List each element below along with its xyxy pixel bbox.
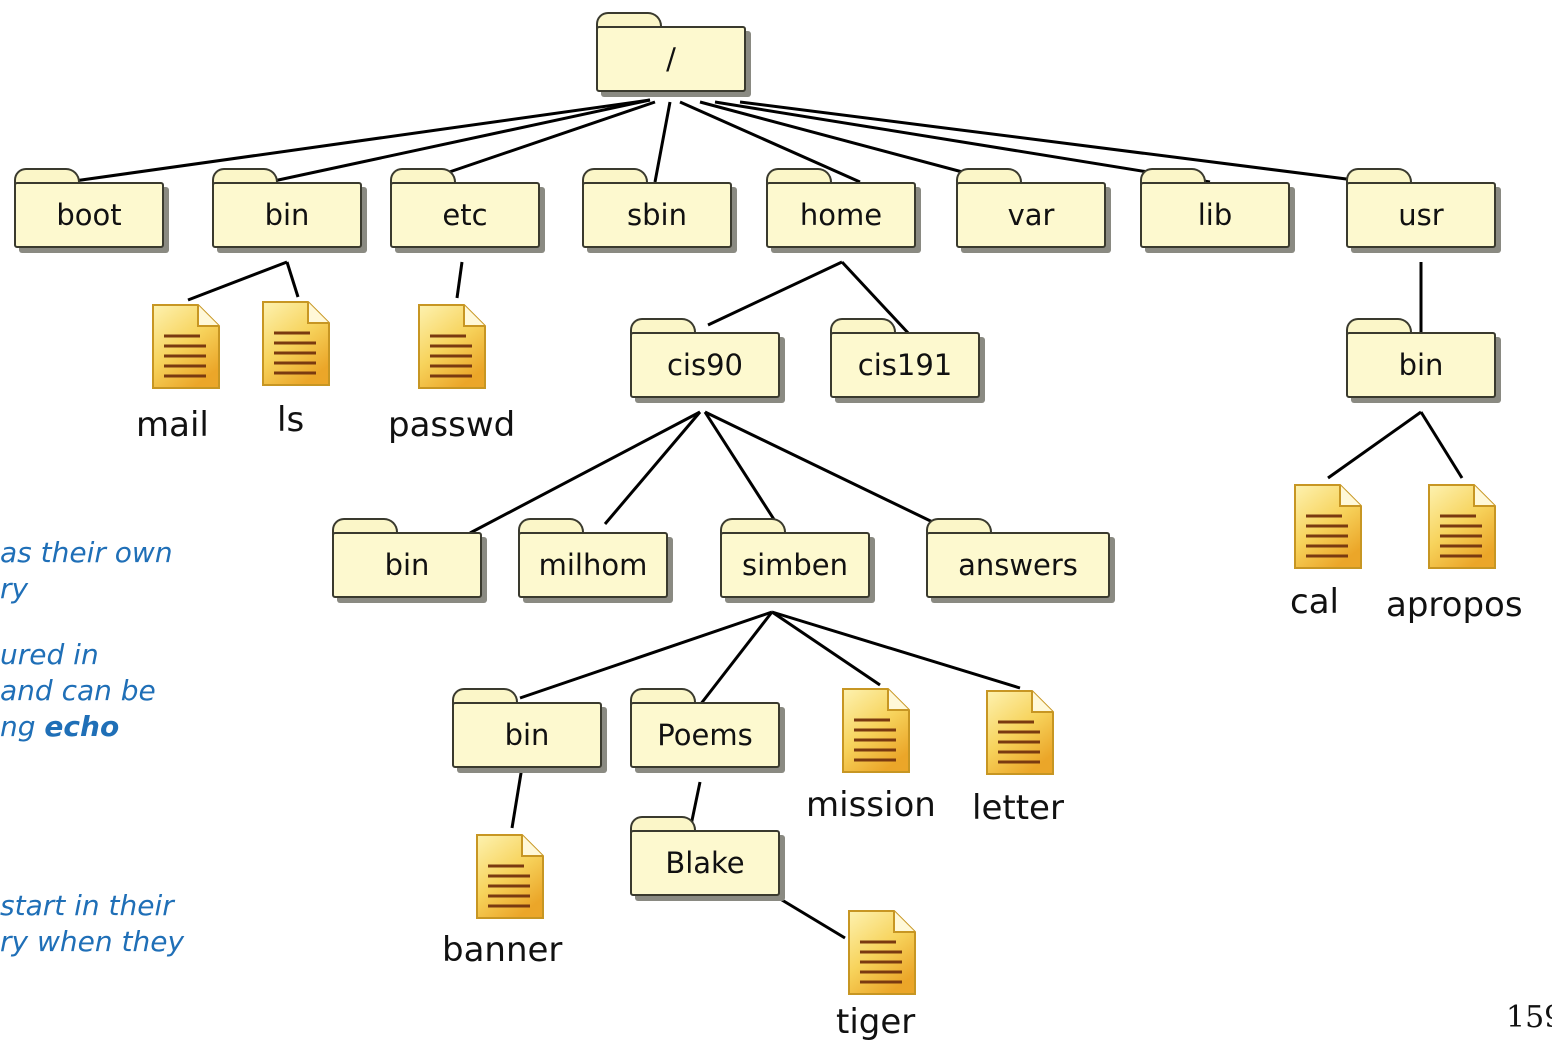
folder-label: milhom: [518, 532, 668, 598]
folder-lib[interactable]: lib: [1140, 168, 1290, 250]
file-mail-icon[interactable]: [150, 302, 222, 392]
folder-cis90-bin[interactable]: bin: [332, 518, 482, 600]
file-label-cal: cal: [1290, 582, 1339, 622]
folder-simben[interactable]: simben: [720, 518, 870, 600]
folder-label: bin: [452, 702, 602, 768]
file-label-passwd: passwd: [388, 405, 516, 445]
folder-label: usr: [1346, 182, 1496, 248]
note-1-line-2: ry: [0, 572, 29, 605]
folder-label: bin: [332, 532, 482, 598]
folder-cis191[interactable]: cis191: [830, 318, 980, 400]
file-letter-icon[interactable]: [984, 688, 1056, 778]
file-tiger-icon[interactable]: [846, 908, 918, 998]
note-2-line-2: and can be: [0, 674, 156, 707]
folder-simben-bin[interactable]: bin: [452, 688, 602, 770]
file-mission-icon[interactable]: [840, 686, 912, 776]
folder-sbin[interactable]: sbin: [582, 168, 732, 250]
file-label-mail: mail: [136, 405, 209, 445]
note-3-line-2: ry when they: [0, 925, 185, 958]
folder-label: Blake: [630, 830, 780, 896]
note-1-line-1: as their own: [0, 536, 173, 569]
folder-label: simben: [720, 532, 870, 598]
folder-cis90[interactable]: cis90: [630, 318, 780, 400]
folder-usr-bin[interactable]: bin: [1346, 318, 1496, 400]
file-ls-icon[interactable]: [260, 299, 332, 389]
note-3-line-1: start in their: [0, 889, 174, 922]
folder-home[interactable]: home: [766, 168, 916, 250]
folder-label: etc: [390, 182, 540, 248]
folder-label: answers: [926, 532, 1110, 598]
folder-label: lib: [1140, 182, 1290, 248]
folder-root[interactable]: /: [596, 12, 746, 94]
file-label-apropos: apropos: [1386, 585, 1523, 625]
note-1: as their own ry: [0, 535, 173, 607]
note-2-line-1: ured in: [0, 638, 99, 671]
folder-answers[interactable]: answers: [926, 518, 1110, 600]
folder-label: Poems: [630, 702, 780, 768]
folder-milhom[interactable]: milhom: [518, 518, 668, 600]
folder-label: bin: [1346, 332, 1496, 398]
folder-label: home: [766, 182, 916, 248]
folder-var[interactable]: var: [956, 168, 1106, 250]
note-2: ured in and can be ng echo: [0, 637, 156, 745]
folder-blake[interactable]: Blake: [630, 816, 780, 898]
folder-poems[interactable]: Poems: [630, 688, 780, 770]
page-number: 159: [1506, 1000, 1552, 1035]
file-label-letter: letter: [972, 788, 1064, 828]
folder-label: var: [956, 182, 1106, 248]
file-apropos-icon[interactable]: [1426, 482, 1498, 572]
folder-label: boot: [14, 182, 164, 248]
folder-label: /: [596, 26, 746, 92]
folder-label: sbin: [582, 182, 732, 248]
folder-usr[interactable]: usr: [1346, 168, 1496, 250]
folder-label: cis191: [830, 332, 980, 398]
file-banner-icon[interactable]: [474, 832, 546, 922]
note-3: start in their ry when they: [0, 888, 184, 960]
note-2-command: echo: [44, 710, 120, 743]
file-label-tiger: tiger: [836, 1002, 916, 1042]
folder-boot[interactable]: boot: [14, 168, 164, 250]
note-2-line-3: ng echo: [0, 709, 156, 745]
folder-label: bin: [212, 182, 362, 248]
folder-etc[interactable]: etc: [390, 168, 540, 250]
folder-label: cis90: [630, 332, 780, 398]
file-label-ls: ls: [277, 400, 305, 440]
file-label-mission: mission: [806, 785, 936, 825]
file-passwd-icon[interactable]: [416, 302, 488, 392]
file-cal-icon[interactable]: [1292, 482, 1364, 572]
folder-bin[interactable]: bin: [212, 168, 362, 250]
file-label-banner: banner: [442, 930, 563, 970]
note-2-line-3-text: ng: [0, 710, 45, 743]
